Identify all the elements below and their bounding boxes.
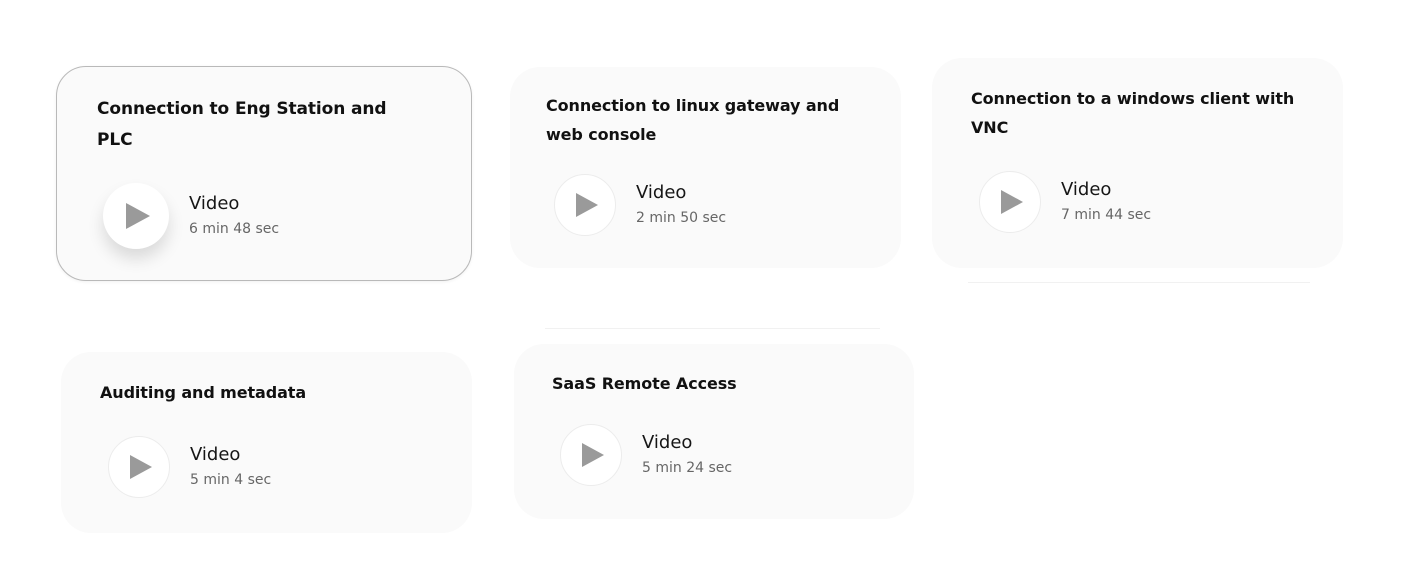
media-type-label: Video xyxy=(190,443,241,465)
row-divider xyxy=(545,328,880,329)
card-title: Connection to linux gateway and web cons… xyxy=(546,96,840,144)
play-button[interactable] xyxy=(103,183,169,249)
row-divider xyxy=(968,282,1310,283)
card-title: Connection to Eng Station and PLC xyxy=(97,99,387,150)
media-type-label: Video xyxy=(189,192,240,214)
video-duration: 5 min 4 sec xyxy=(190,471,272,488)
play-button[interactable] xyxy=(554,174,616,236)
card-title: Connection to a windows client with VNC xyxy=(971,89,1295,137)
video-duration: 5 min 24 sec xyxy=(642,459,733,476)
play-button[interactable] xyxy=(560,424,622,486)
video-duration: 6 min 48 sec xyxy=(189,220,280,237)
video-card-auditing-metadata[interactable]: Auditing and metadata Video 5 min 4 sec xyxy=(61,352,472,533)
play-icon xyxy=(582,443,604,467)
play-icon xyxy=(1001,190,1023,214)
video-duration: 7 min 44 sec xyxy=(1061,206,1152,223)
card-title: SaaS Remote Access xyxy=(552,374,737,393)
play-icon xyxy=(576,193,598,217)
play-button[interactable] xyxy=(979,171,1041,233)
media-type-label: Video xyxy=(642,431,693,453)
video-duration: 2 min 50 sec xyxy=(636,209,727,226)
play-icon xyxy=(130,455,152,479)
video-card-saas-remote-access[interactable]: SaaS Remote Access Video 5 min 24 sec xyxy=(514,344,914,519)
video-card-eng-station-plc[interactable]: Connection to Eng Station and PLC Video … xyxy=(56,66,472,281)
video-card-windows-vnc[interactable]: Connection to a windows client with VNC … xyxy=(932,58,1343,268)
media-type-label: Video xyxy=(1061,178,1112,200)
media-type-label: Video xyxy=(636,181,687,203)
card-title: Auditing and metadata xyxy=(100,383,307,402)
play-button[interactable] xyxy=(108,436,170,498)
play-icon xyxy=(126,203,150,229)
video-card-linux-gateway[interactable]: Connection to linux gateway and web cons… xyxy=(510,67,901,268)
